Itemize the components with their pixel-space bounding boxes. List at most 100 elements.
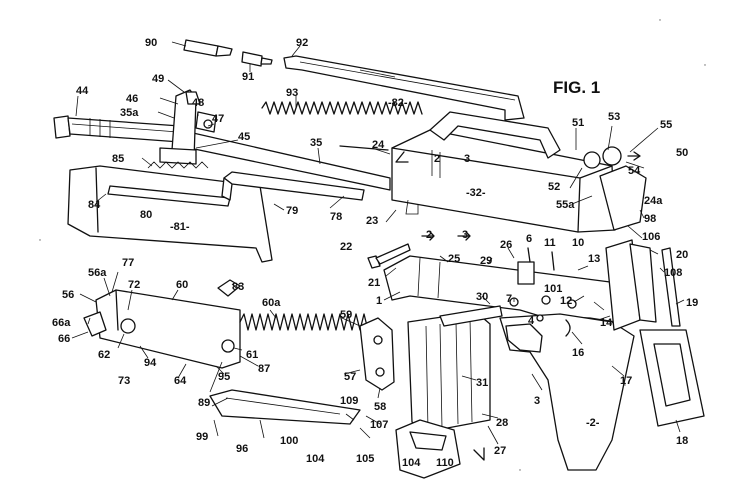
label-104-insert: 104 (402, 457, 421, 469)
label-52: 52 (548, 181, 560, 193)
label-73: 73 (118, 375, 130, 387)
label-72: 72 (128, 279, 140, 291)
label-108: 108 (664, 267, 682, 279)
label-11: 11 (544, 237, 556, 249)
stock-bracket-20 (605, 239, 681, 331)
direction-arrows (339, 145, 641, 461)
gas-block-46 (159, 89, 217, 165)
label-45: 45 (238, 131, 250, 143)
handguard-81 (67, 161, 273, 263)
label-101: 101 (544, 283, 562, 295)
label-106: 106 (642, 231, 660, 243)
label-60a: 60a (262, 297, 281, 309)
label-18: 18 (676, 435, 688, 447)
label-27: 27 (494, 445, 506, 457)
label-91: 91 (242, 71, 254, 83)
label-64: 64 (174, 375, 187, 387)
figure-title: FIG. 1 (553, 78, 600, 97)
piston-78 (221, 171, 365, 201)
label-1: 1 (376, 295, 382, 307)
label-6: 6 (526, 233, 532, 245)
upper-receiver-32 (391, 111, 647, 233)
label-58: 58 (374, 401, 386, 413)
label-21: 21 (368, 277, 380, 289)
label-24: 24 (372, 139, 385, 151)
label-100: 100 (280, 435, 298, 447)
recoil-spring-60a (239, 313, 369, 331)
label-55a: 55a (556, 199, 575, 211)
label-3-arrow: 3 (462, 229, 468, 241)
label-20: 20 (676, 249, 688, 261)
label-104: 104 (306, 453, 325, 465)
label-29: 29 (480, 255, 492, 267)
operating-rod-82 (283, 55, 525, 121)
label-60: 60 (176, 279, 188, 291)
label-46: 46 (126, 93, 138, 105)
pin-90 (183, 39, 233, 57)
callout-labels: FIG. 1 90 91 92 93 -82- 49 46 35a 44 48 … (52, 37, 698, 469)
label-90: 90 (145, 37, 157, 49)
label-56a: 56a (88, 267, 107, 279)
label-2-upper: 2 (434, 153, 440, 165)
label-4: 4 (528, 315, 535, 327)
label-32: -32- (466, 187, 486, 199)
label-7: 7 (506, 293, 512, 305)
magazine-28 (407, 305, 503, 433)
label-77: 77 (122, 257, 134, 269)
label-61: 61 (246, 349, 258, 361)
label-81: -81- (170, 221, 190, 233)
label-99: 99 (196, 431, 208, 443)
label-2-grip: -2- (586, 417, 600, 429)
label-16: 16 (572, 347, 584, 359)
label-30: 30 (476, 291, 488, 303)
pin-91 (241, 51, 273, 67)
label-49: 49 (152, 73, 164, 85)
label-14: 14 (600, 317, 613, 329)
label-110: 110 (436, 457, 454, 469)
label-51: 51 (572, 117, 584, 129)
insert-104 (395, 419, 461, 479)
label-56: 56 (62, 289, 74, 301)
label-66: 66 (58, 333, 70, 345)
label-85: 85 (112, 153, 124, 165)
label-57: 57 (344, 371, 356, 383)
label-24a: 24a (644, 195, 663, 207)
label-13: 13 (588, 253, 600, 265)
label-107: 107 (370, 419, 388, 431)
pistol-grip-2 (499, 313, 635, 471)
label-47: 47 (212, 113, 224, 125)
pin-22 (367, 243, 411, 269)
label-26: 26 (500, 239, 512, 251)
label-23: 23 (366, 215, 378, 227)
label-98: 98 (644, 213, 656, 225)
follower-plate-100 (209, 389, 361, 425)
label-54: 54 (628, 165, 641, 177)
end-plate-57 (359, 317, 395, 391)
label-59: 59 (340, 309, 352, 321)
label-3: 3 (534, 395, 540, 407)
label-80: 80 (140, 209, 152, 221)
label-83: 83 (232, 281, 244, 293)
label-12: 12 (560, 295, 572, 307)
label-105: 105 (356, 453, 374, 465)
bolt-carrier-60 (83, 289, 241, 369)
label-35a: 35a (120, 107, 139, 119)
label-19: 19 (686, 297, 698, 309)
label-92: 92 (296, 37, 308, 49)
label-2-arrow: 2 (426, 229, 432, 241)
label-25: 25 (448, 253, 460, 265)
label-22: 22 (340, 241, 352, 253)
label-95: 95 (218, 371, 230, 383)
label-31: 31 (476, 377, 488, 389)
label-84: 84 (88, 199, 101, 211)
label-50: 50 (676, 147, 688, 159)
label-94: 94 (144, 357, 157, 369)
label-35: 35 (310, 137, 322, 149)
label-10: 10 (572, 237, 584, 249)
label-53: 53 (608, 111, 620, 123)
label-17: 17 (620, 375, 632, 387)
label-96: 96 (236, 443, 248, 455)
label-93: 93 (286, 87, 298, 99)
